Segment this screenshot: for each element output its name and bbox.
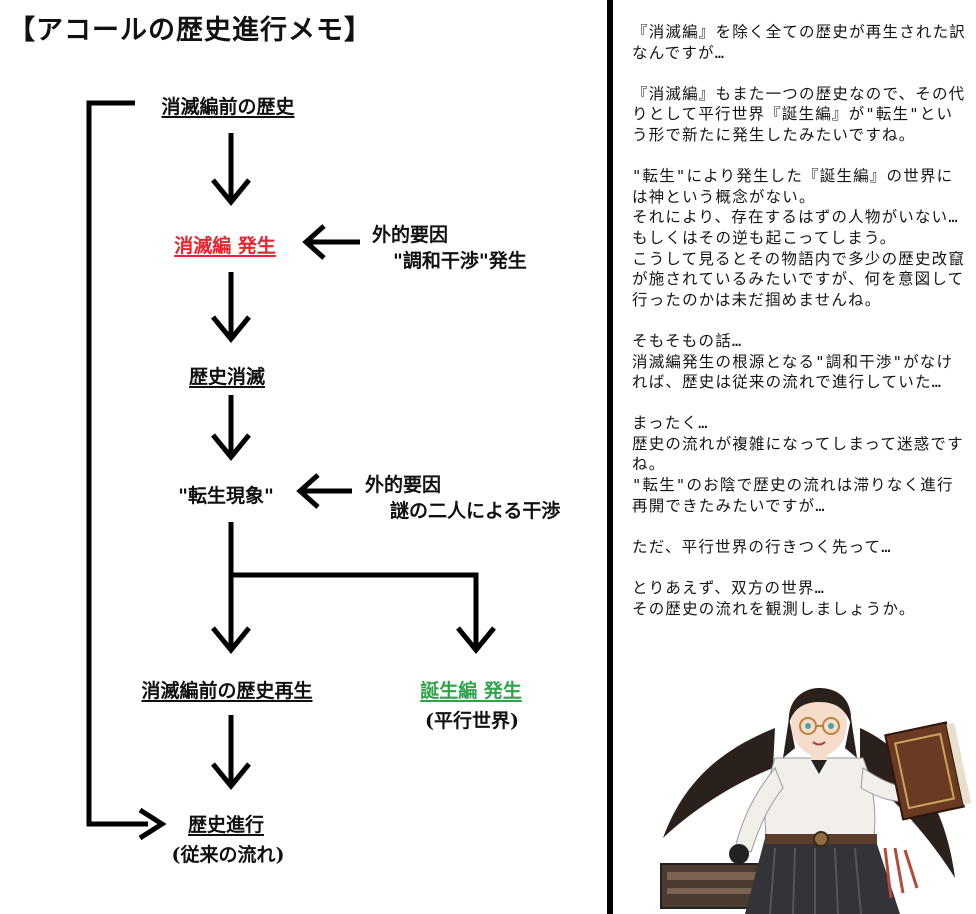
node-history-vanish: 歴史消滅 [188,366,266,388]
column-divider [607,0,613,914]
feedback-arrowhead [138,807,167,841]
arrow-down-3-head [211,433,251,461]
split-left-head [211,626,251,654]
character-illustration [660,688,972,914]
node-history-progress: 歴史進行 [187,814,265,836]
flow-arrows [86,100,496,841]
arrow-down-1-head [211,178,251,206]
factor1-title: 外的要因 [372,224,449,246]
memo-paragraph: とりあえず、双方の世界… その歴史の流れを観測しましょうか。 [632,579,916,618]
arrow-down-5-head [211,762,251,790]
arrow-down-2-head [211,315,251,343]
memo-text: 『消滅編』を除く全ての歴史が再生された訳なんですが… 『消滅編』もまた一つの歴史な… [632,22,968,619]
memo-paragraph: そもそもの話… 消滅編発生の根源となる"調和干渉"がなければ、歴史は従来の流れで… [632,331,954,392]
factor1-detail: "調和干渉"発生 [393,250,527,272]
split-branch [231,572,479,648]
node-reincarnation: "転生現象" [178,485,274,507]
factor2-arrowhead [296,473,320,509]
memo-paragraph: 『消滅編』もまた一つの歴史なので、その代りとして平行世界『誕生編』が"転生"とい… [632,84,966,144]
node-before-extinction: 消滅編前の歴史 [161,96,295,118]
split-right-head [456,626,496,654]
page-title: 【アコールの歴史進行メモ】 [8,15,372,46]
factor2-detail: 謎の二人による干渉 [390,500,561,522]
memo-paragraph: "転生"により発生した『誕生編』の世界には神という概念がない。 それにより、存在… [632,167,966,309]
memo-paragraph: まったく… 歴史の流れが複雑になってしまって迷惑ですね。 "転生"のお陰で歴史の… [632,414,964,515]
node-birth-occur: 誕生編 発生 [420,680,522,702]
factor2-title: 外的要因 [365,474,442,496]
memo-paragraph: 『消滅編』を除く全ての歴史が再生された訳なんですが… [632,23,967,62]
node-extinction-occur: 消滅編 発生 [174,235,276,257]
factor1-arrowhead [302,224,326,260]
memo-paragraph: ただ、平行世界の行きつく先って… [632,537,892,556]
node-progress-note: (従来の流れ) [171,844,285,866]
node-history-regen: 消滅編前の歴史再生 [141,680,313,702]
node-birth-note: (平行世界) [425,710,519,732]
feedback-line [86,100,148,827]
